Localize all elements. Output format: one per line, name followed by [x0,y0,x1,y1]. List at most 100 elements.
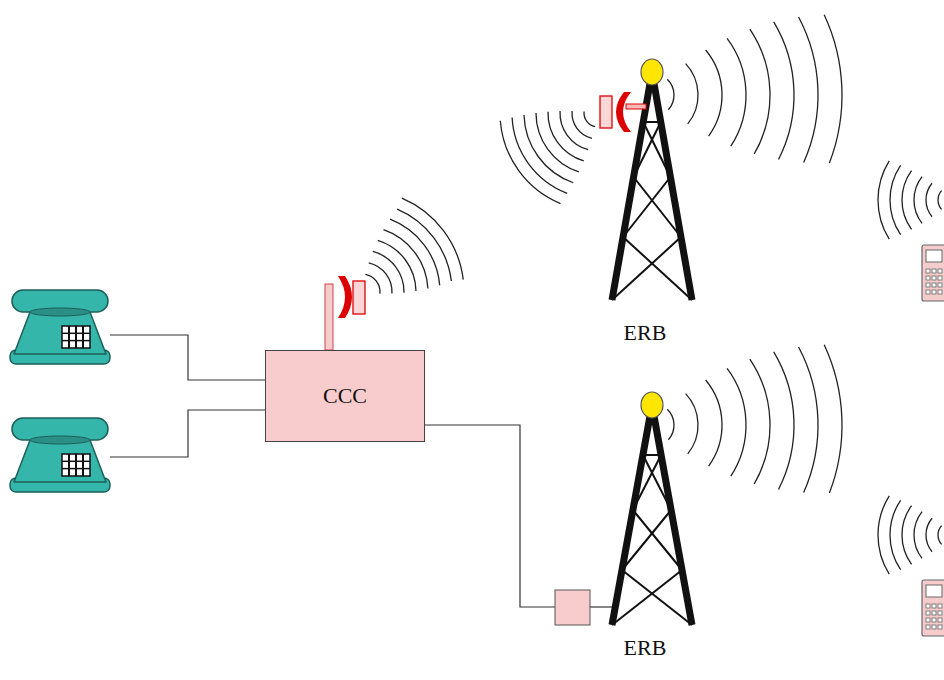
cellphone-key [938,283,942,287]
radio-wave [365,274,380,293]
radio-wave [774,22,794,160]
cellphone-key [926,625,930,629]
radio-wave [378,240,416,291]
cellphone-key [932,618,936,622]
radio-wave [536,113,579,172]
trunk-line [425,425,555,607]
radio-wave [824,15,842,163]
cellphone-key [932,276,936,280]
cellphone-key [926,611,930,615]
phone-body [14,440,106,482]
phone-wire [110,335,265,380]
radio-wave [799,17,818,162]
cellphone-key [926,283,930,287]
radio-wave [890,165,901,234]
cellphone-key [932,611,936,615]
tower-outline [555,390,705,662]
phone-keypad [62,326,90,348]
radio-wave [727,368,746,476]
radio-wave [727,38,746,146]
radio-wave [774,352,794,490]
radio-wave [584,112,595,127]
cellphone-key [926,290,930,294]
antenna-dish [616,92,631,132]
radio-wave [926,518,932,551]
radio-wave [524,115,573,183]
keypad-line [75,326,77,348]
cellphone-key [938,276,942,280]
tower-leg [612,405,692,625]
cellphone-key [938,625,942,629]
cellphone-key [926,269,930,273]
radio-wave [369,263,392,294]
tower-leg [612,72,692,300]
keypad-line [75,454,77,476]
radio-wave [397,209,451,281]
radio-wave [914,177,922,224]
phone-keypad [62,454,90,476]
radio-wave [667,409,674,440]
radio-wave [750,29,770,154]
telephone-icon [10,418,110,492]
cellphone-key [938,611,942,615]
radio-wave [824,345,842,493]
cellphone-key [926,618,930,622]
cellphone-body [922,245,944,301]
radio-wave [686,64,698,124]
cellphone-key [932,604,936,608]
telephone-icon [10,290,110,364]
cellphone-key [932,625,936,629]
cellphone-screen [926,250,942,262]
cellphone-icon [922,245,944,301]
radio-wave [548,112,584,161]
equipment-box [555,590,590,625]
antenna-mast [325,284,333,350]
tower-beacon [641,59,663,85]
radio-wave [902,506,912,565]
phone-wire [110,410,265,457]
keypad-line [68,454,70,476]
radio-wave [667,79,674,110]
base-station-tower: ERB [590,55,710,347]
tower-beacon [641,392,663,418]
switching-center-box: CCC [265,350,425,442]
node-label: ERB [624,321,667,345]
cellphone-screen [926,585,942,597]
base-station-tower: ERB [555,390,705,662]
node-label: CCC [323,384,367,408]
cellphone-key [938,618,942,622]
keypad-line [68,326,70,348]
radio-wave [686,394,698,454]
keypad-line [62,461,90,463]
radio-wave [750,359,770,484]
radio-wave [878,161,889,239]
keypad-line [82,326,84,348]
radio-wave [500,121,560,204]
cellphone-key [926,276,930,280]
antenna-feed [353,281,365,314]
radio-wave [938,526,942,545]
radio-wave [572,111,592,138]
radio-wave [926,183,932,216]
cellphone-key [926,604,930,608]
radio-wave [938,191,942,210]
radio-wave [878,496,889,574]
radio-wave [390,219,440,285]
cellphone-key [938,604,942,608]
cellphone-key [932,290,936,294]
radio-wave [902,171,912,230]
radio-wave [560,111,588,150]
antenna-dish [338,276,352,318]
phone-cradle [30,436,90,444]
antenna-feed [600,96,612,128]
cellphone-key [932,269,936,273]
radio-wave [383,230,427,289]
dish-arm [626,104,646,109]
cellphone-icon [922,580,944,636]
cellphone-key [938,290,942,294]
keypad-line [62,468,90,470]
